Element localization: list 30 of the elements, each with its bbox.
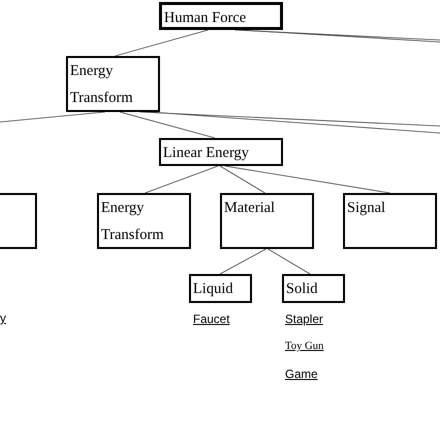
node-label: Linear Energy bbox=[163, 144, 250, 163]
example-label: Toy Gun bbox=[285, 340, 324, 352]
node-label: Liquid bbox=[193, 280, 234, 299]
example-label: Faucet bbox=[193, 312, 230, 326]
node-label: Human Force bbox=[164, 9, 248, 28]
process-box bbox=[66, 56, 160, 112]
process-box bbox=[97, 193, 191, 249]
connector-line bbox=[0, 112, 106, 122]
process-box bbox=[189, 274, 252, 303]
process-box bbox=[159, 138, 283, 166]
connector-line bbox=[220, 166, 266, 194]
node-label: Signal bbox=[347, 199, 386, 218]
connector-line bbox=[240, 30, 440, 42]
connector-line bbox=[268, 248, 310, 274]
connector-line bbox=[114, 30, 208, 56]
connector-line bbox=[144, 166, 218, 194]
node-label: Energy Transform bbox=[101, 199, 165, 245]
process-box bbox=[282, 274, 345, 303]
connector-line bbox=[220, 248, 266, 274]
node-label: Solid bbox=[286, 280, 319, 299]
process-box bbox=[343, 193, 437, 249]
process-box bbox=[220, 193, 314, 249]
node-label: Energy Transform bbox=[70, 62, 134, 108]
example-label: Game bbox=[285, 367, 318, 381]
process-box bbox=[159, 2, 283, 30]
example-label: y bbox=[0, 311, 6, 325]
connector-line bbox=[120, 112, 216, 138]
connector-line bbox=[224, 166, 390, 194]
node-label: Material bbox=[224, 199, 276, 218]
example-label: Stapler bbox=[285, 312, 324, 326]
